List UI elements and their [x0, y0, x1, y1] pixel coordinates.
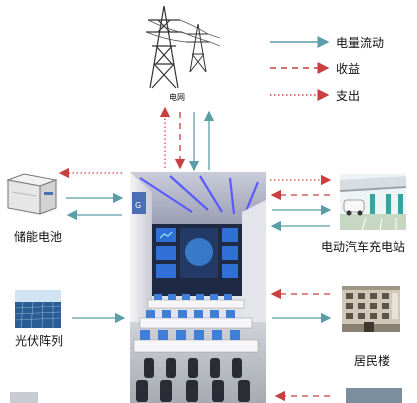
node-label-residential: 居民楼	[354, 354, 391, 368]
power-tower-icon	[140, 2, 220, 90]
partial-bottom-left-image	[10, 392, 38, 403]
control-center-image: G	[130, 172, 266, 403]
partial-bottom-image	[346, 388, 402, 403]
solar-panel-icon	[15, 290, 61, 328]
ev-charging-station-icon	[340, 174, 406, 230]
legend-label-flow: 电量流动	[336, 36, 385, 50]
legend-label-expense: 支出	[336, 89, 361, 103]
node-label-grid: 电网	[169, 93, 185, 102]
node-label-solar: 光伏阵列	[15, 334, 64, 348]
node-label-storage: 储能电池	[14, 230, 63, 244]
node-label-ev: 电动汽车充电站	[321, 240, 406, 254]
residential-building-icon	[342, 286, 400, 332]
svg-text:G: G	[135, 201, 141, 210]
legend-label-income: 收益	[336, 62, 361, 76]
battery-cabinet-icon	[4, 172, 58, 216]
